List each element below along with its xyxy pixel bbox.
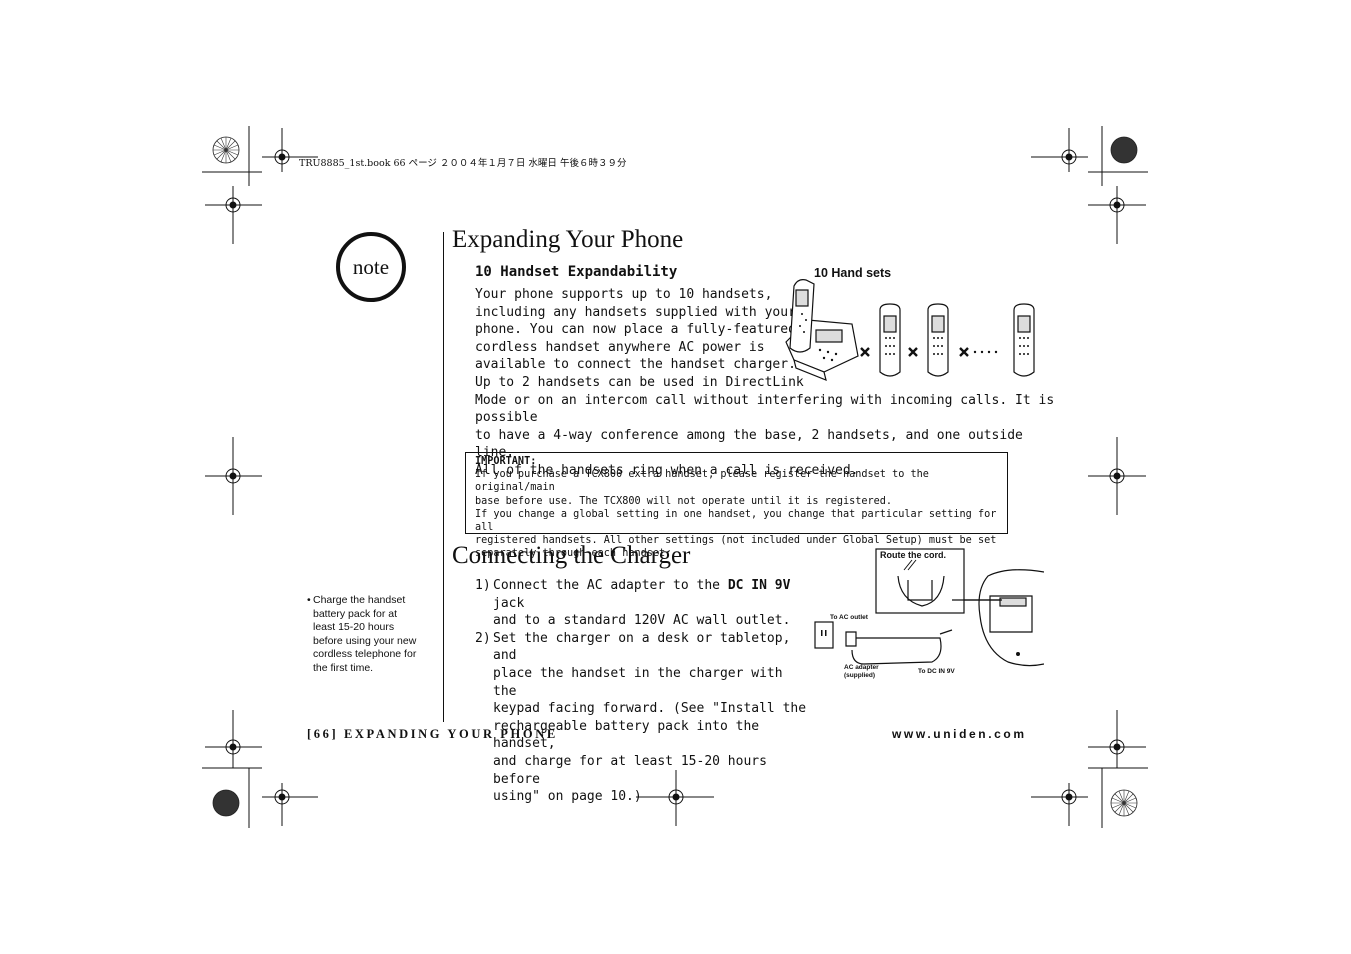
note-badge-label: note — [352, 254, 390, 279]
paragraph-line: including any handsets supplied with you… — [475, 304, 796, 320]
section-title-connecting-charger: Connecting the Charger — [452, 542, 691, 569]
route-cord-label: Route the cord. — [880, 550, 947, 560]
step-number: 1) — [475, 578, 491, 593]
step-text: using" on page 10.) — [493, 789, 642, 805]
charger-steps-list: 1) Connect the AC adapter to the DC IN 9… — [475, 577, 810, 806]
important-label: IMPORTANT: — [475, 456, 537, 467]
note-line: cordless telephone for — [313, 648, 417, 661]
important-line: If you purchase a TCX800 extra handset, … — [475, 469, 929, 494]
step-text: Connect the AC adapter to the — [493, 578, 728, 593]
paragraph-line: available to connect the handset charger… — [475, 357, 796, 373]
step-text: place the handset in the charger with th… — [493, 665, 783, 699]
ac-adapter-label: AC adapter (supplied) — [844, 664, 879, 680]
paragraph-line: All of the handsets ring when a call is … — [475, 462, 859, 478]
important-notice-box: IMPORTANT: If you purchase a TCX800 extr… — [465, 452, 1008, 559]
page-footer-left: [66] EXPANDING YOUR PHONE — [307, 727, 558, 741]
note-line: least 15-20 hours — [313, 621, 395, 634]
step-text: keypad facing forward. (See "Install the — [493, 701, 807, 717]
step-item: 2) Set the charger on a desk or tabletop… — [475, 630, 810, 806]
note-line: battery pack for at — [313, 607, 398, 620]
paragraph-line: phone. You can now place a fully-feature… — [475, 322, 796, 338]
print-header: TRU8885_1st.book 66 ページ ２００４年１月７日 水曜日 午後… — [299, 158, 627, 169]
note-line: the first time. — [313, 661, 374, 674]
important-line: If you change a global setting in one ha… — [475, 508, 997, 534]
step-text: rechargeable battery pack into the hands… — [493, 718, 760, 752]
paragraph-line: Mode or on an intercom call without inte… — [475, 392, 1055, 426]
paragraph-line: cordless handset anywhere AC power is — [475, 339, 765, 355]
step-item: 1) Connect the AC adapter to the DC IN 9… — [475, 577, 810, 630]
step-text: and charge for at least 15-20 hours befo… — [493, 753, 767, 787]
important-line: base before use. The TCX800 will not ope… — [475, 495, 893, 507]
section-title-expanding: Expanding Your Phone — [452, 226, 684, 253]
bullet-mark: • — [307, 594, 311, 606]
important-line: registered handsets. All other settings … — [475, 535, 997, 547]
important-line: separately through each handset. — [475, 548, 672, 560]
expandability-paragraph: Your phone supports up to 10 handsets, i… — [475, 286, 1055, 480]
step-text: and to a standard 120V AC wall outlet. — [493, 613, 791, 629]
step-number: 2) — [475, 630, 491, 646]
dc-in-label-diagram: To DC IN 9V — [918, 668, 955, 675]
charger-connection-diagram — [814, 548, 1044, 667]
note-badge: note — [336, 232, 406, 302]
ac-outlet-label: To AC outlet — [830, 614, 868, 621]
ac-adapter-text: AC adapter — [844, 664, 879, 671]
paragraph-line: Up to 2 handsets can be used in DirectLi… — [475, 374, 804, 390]
ac-adapter-supplied-text: (supplied) — [844, 672, 876, 679]
column-divider — [443, 232, 444, 722]
step-text: jack — [493, 595, 525, 611]
subheading-handset-expandability: 10 Handset Expandability — [475, 264, 678, 280]
handsets-illustration-label: 10 Hand sets — [814, 266, 892, 280]
margin-note: •Charge the handset battery pack for at … — [307, 594, 435, 676]
step-text: Set the charger on a desk or tabletop, a… — [493, 630, 791, 664]
page-footer-url: www.uniden.com — [892, 727, 1027, 741]
handsets-illustration — [785, 279, 1035, 381]
paragraph-line: Your phone supports up to 10 handsets, — [475, 287, 773, 302]
dc-in-label: DC IN 9V — [727, 578, 791, 593]
note-line: before using your new — [313, 634, 417, 647]
note-line: Charge the handset — [313, 594, 406, 606]
